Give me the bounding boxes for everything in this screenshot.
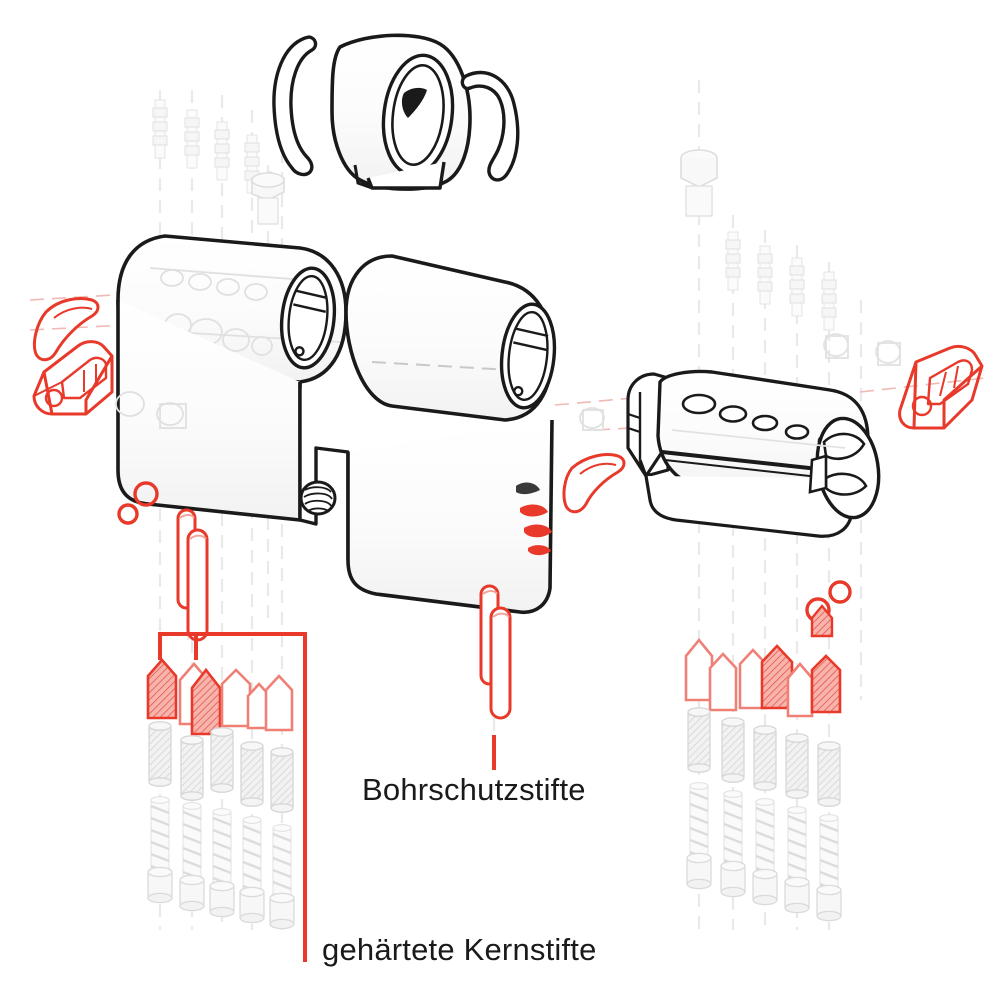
- core-pin-row-left: [146, 658, 294, 736]
- red-key-bow-right: [898, 344, 984, 430]
- ghost-screw-top-left: [251, 171, 285, 225]
- retaining-clip-right: [460, 70, 520, 182]
- red-anti-drill-pins-center: [479, 584, 512, 720]
- ghost-pin-stack-top-right: [725, 231, 837, 331]
- core-pin-row-right: [684, 604, 842, 718]
- core-pin: [190, 667, 222, 736]
- red-key-bow-left: [32, 340, 114, 416]
- core-pin: [810, 604, 834, 638]
- red-key-blade-left: [32, 297, 100, 362]
- core-pin: [264, 674, 294, 732]
- fixing-screw-hole: [299, 480, 337, 516]
- label-bohrschutzstifte: Bohrschutzstifte: [362, 772, 586, 807]
- ghost-pin-stack-top-left: [152, 99, 260, 194]
- retaining-clip-left: [272, 35, 318, 177]
- kernstifte-bracket: [158, 632, 307, 962]
- cam-plug-body: [330, 33, 472, 191]
- red-clip-right: [562, 453, 626, 514]
- cylinder-plug-core: [626, 333, 901, 538]
- driver-pin-row-left: [148, 721, 294, 813]
- label-geh\u00e4rtete-kernstifte: gehärtete Kernstifte: [322, 932, 597, 967]
- manufacturer-logo-mark: [516, 482, 552, 556]
- core-pin: [146, 658, 178, 720]
- core-pin: [684, 637, 714, 702]
- core-pin: [810, 654, 842, 714]
- cylinder-housing-main: [115, 234, 605, 614]
- core-pin: [220, 668, 252, 728]
- o-ring-pair-left: [117, 481, 159, 525]
- red-anti-drill-pins-left: [176, 508, 209, 642]
- ghost-screw-top-right: [680, 149, 718, 217]
- core-pin: [708, 652, 738, 712]
